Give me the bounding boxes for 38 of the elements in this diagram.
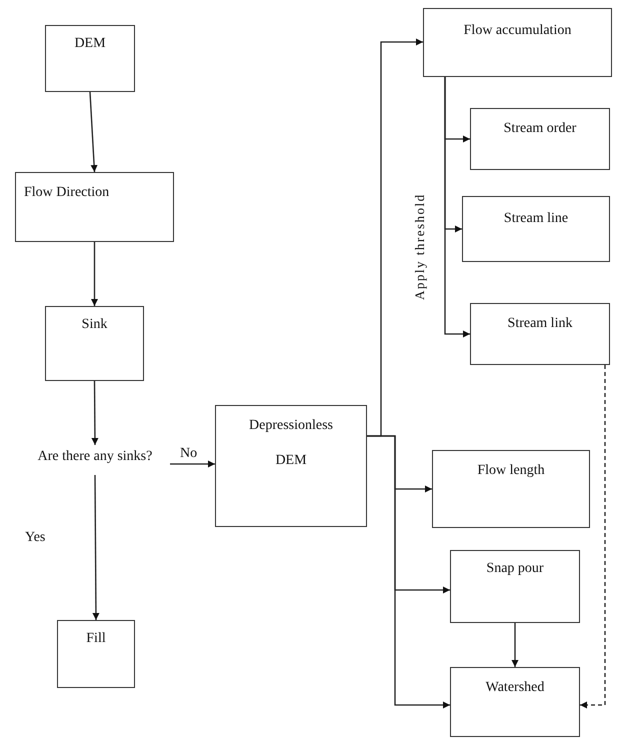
- process-box: [15, 172, 174, 242]
- arrow: [512, 623, 518, 667]
- box-text: Watershed: [486, 680, 544, 697]
- box-text: Fill: [86, 631, 106, 648]
- process-box: [450, 667, 580, 737]
- dashed-arrow: [580, 365, 606, 708]
- arrow: [92, 475, 100, 620]
- box-text: Snap pour: [486, 561, 544, 578]
- process-box: [432, 450, 590, 528]
- box-text: Sink: [82, 317, 108, 334]
- decision-text: Are there any sinks?: [38, 449, 152, 466]
- box-text: Stream line: [504, 211, 568, 228]
- arrow: [444, 77, 470, 338]
- box-text: Flow Direction: [24, 185, 110, 202]
- process-box: [470, 108, 610, 170]
- process-box: [45, 25, 135, 92]
- box-text: Flow length: [477, 463, 545, 480]
- process-box: [470, 303, 610, 365]
- edge-label: No: [180, 446, 198, 462]
- arrow: [89, 92, 98, 172]
- box-text: DEM: [275, 452, 307, 470]
- arrow: [91, 381, 98, 445]
- box-text: Depressionless: [249, 418, 333, 435]
- box-text: Stream order: [504, 121, 576, 138]
- process-box: [423, 8, 612, 77]
- process-box: [57, 620, 135, 688]
- process-box: [450, 550, 580, 623]
- arrow: [367, 435, 450, 708]
- arrow: [170, 460, 215, 468]
- edge-label: Yes: [25, 530, 46, 546]
- box-text: DEM: [74, 36, 106, 53]
- process-box: [215, 405, 367, 527]
- process-box: [462, 196, 610, 262]
- process-box: [45, 306, 144, 381]
- box-text: Flow accumulation: [464, 23, 572, 40]
- arrow: [91, 242, 98, 306]
- box-text: Stream link: [508, 316, 572, 333]
- rotated-label: Apply threshold: [412, 193, 428, 300]
